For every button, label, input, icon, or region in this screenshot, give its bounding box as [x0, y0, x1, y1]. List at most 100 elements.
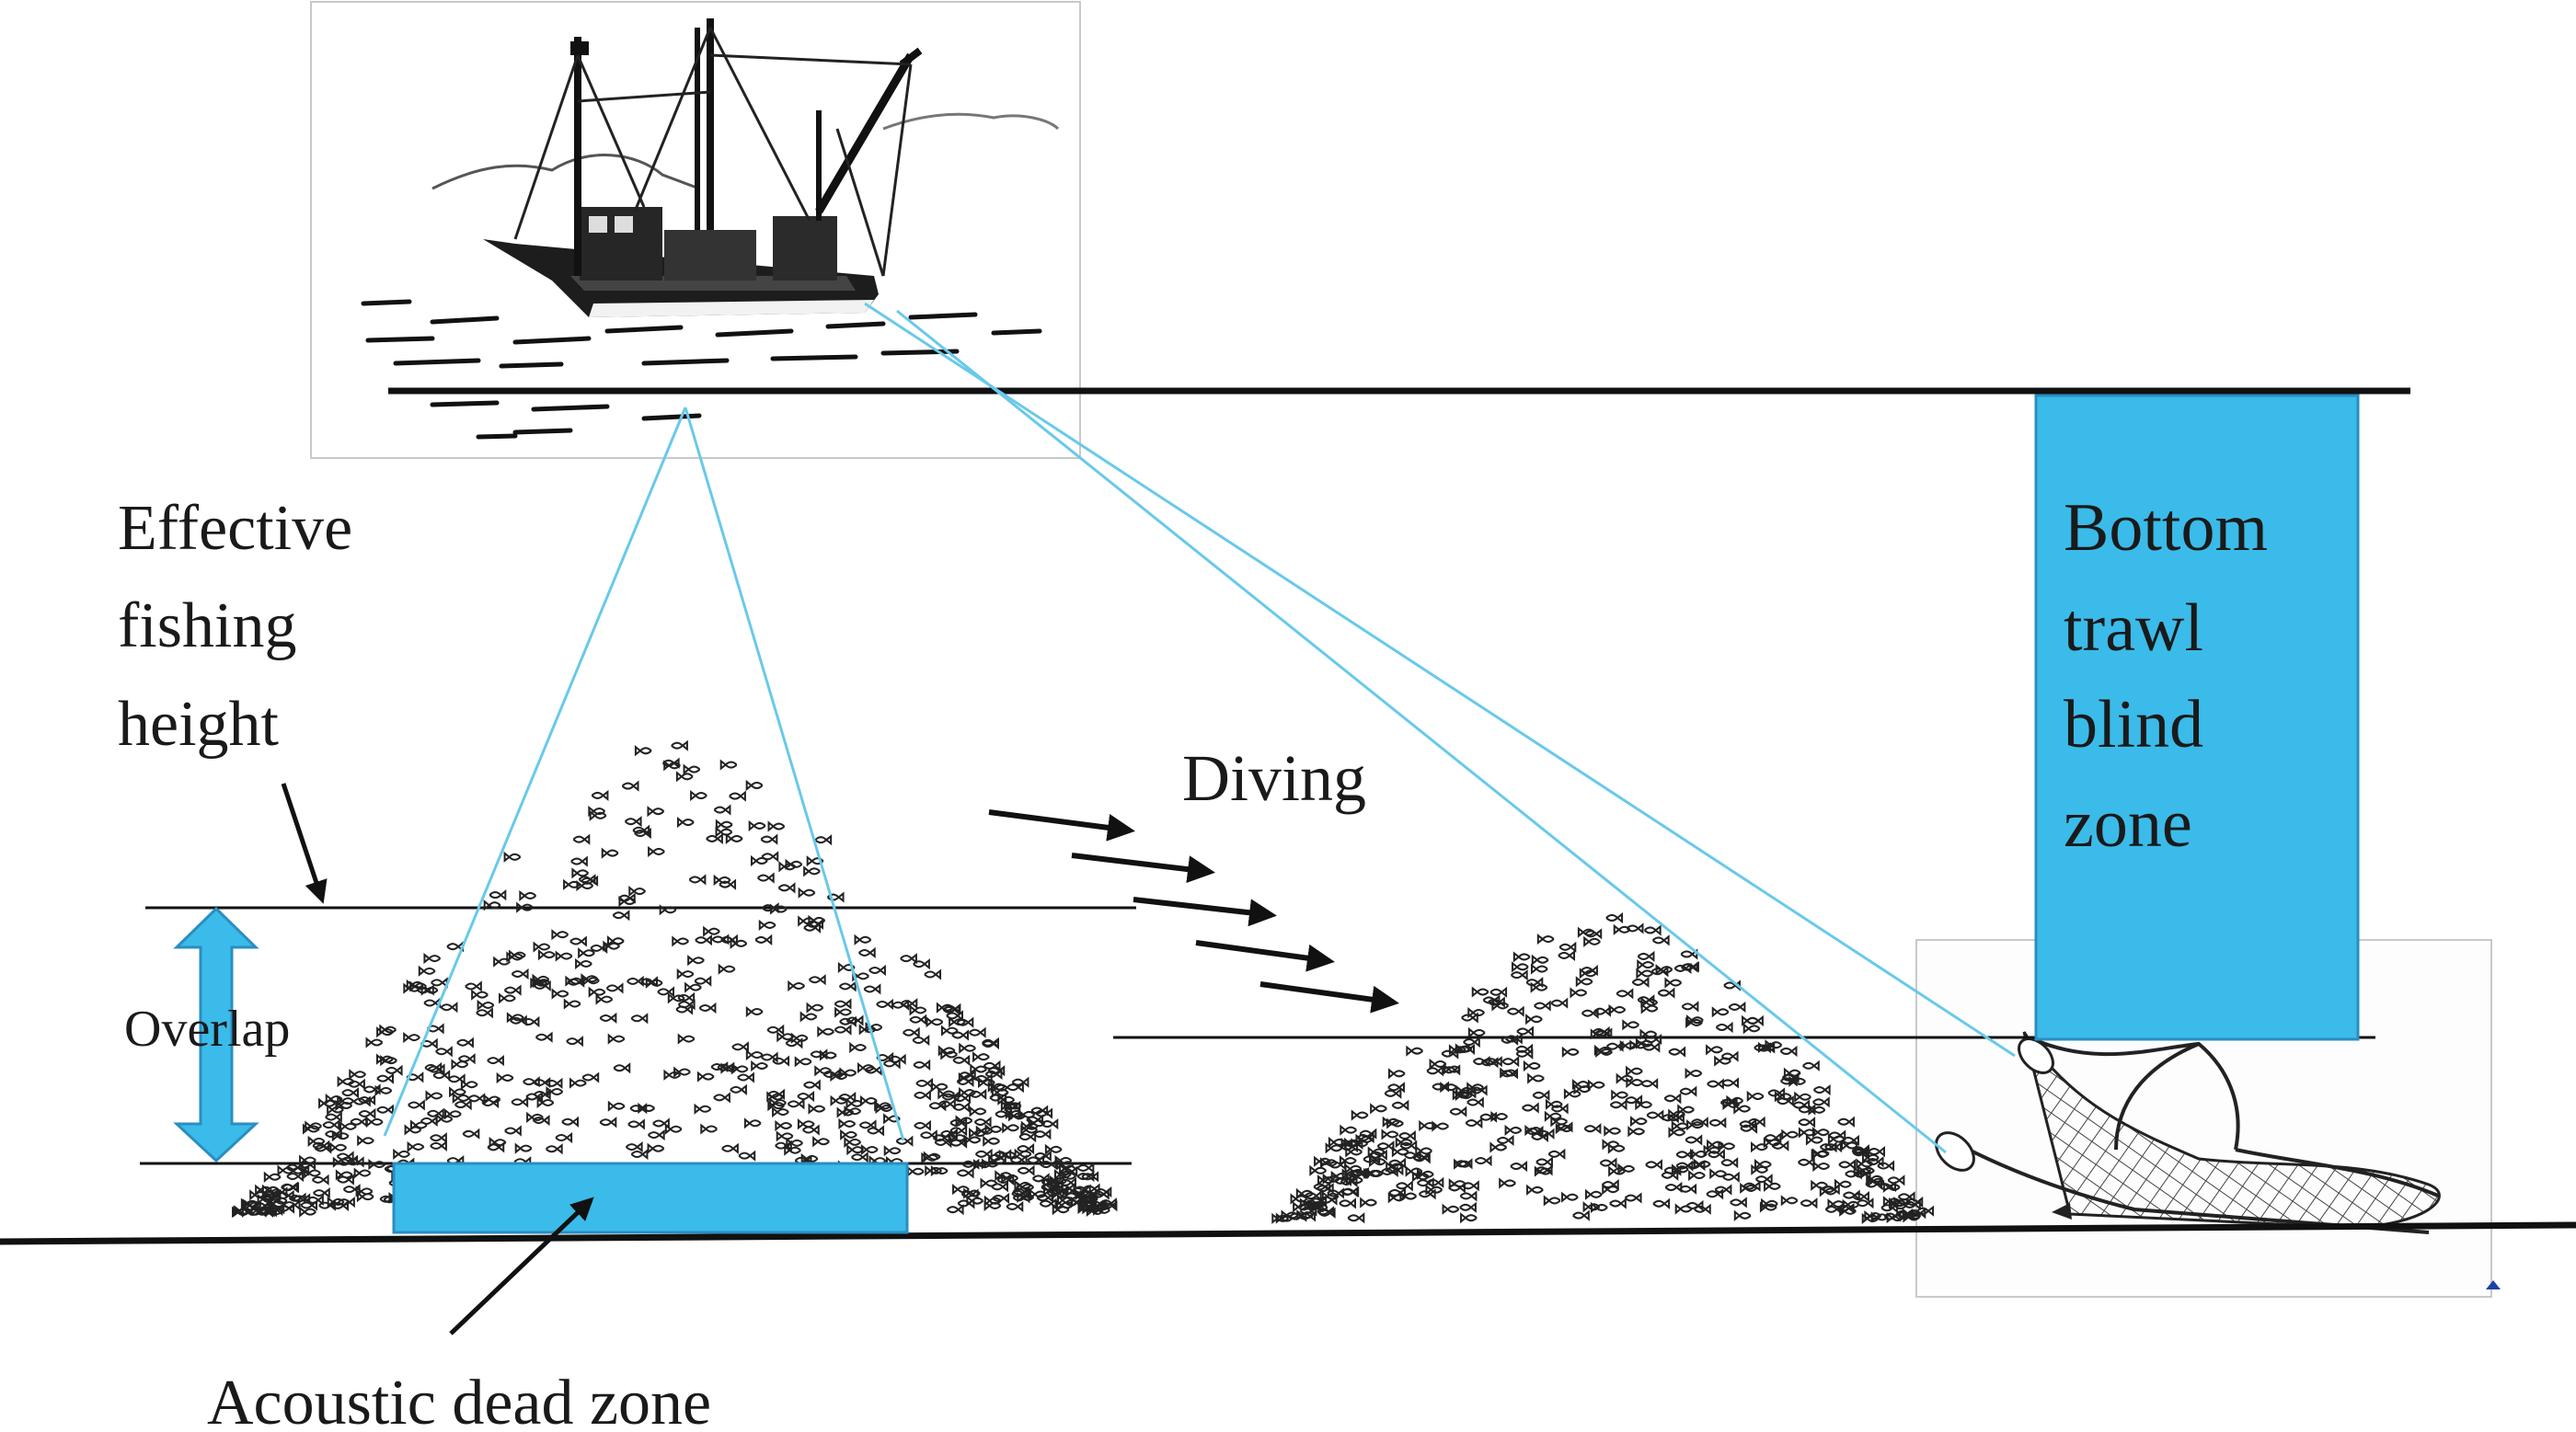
fish-icon — [588, 986, 606, 998]
bottom-trawl-blind-zone-box — [2034, 394, 2360, 1041]
fish-icon — [627, 1118, 645, 1130]
fish-icon — [1715, 1021, 1733, 1034]
fish-icon — [647, 1142, 665, 1154]
trawl-warp-cables — [864, 302, 2016, 1154]
fish-icon — [569, 1077, 587, 1089]
fish-icon — [569, 935, 587, 947]
fish-icon — [785, 1037, 803, 1049]
fish-icon — [1864, 1209, 1882, 1222]
fish-icon — [850, 1151, 868, 1163]
fish-icon — [374, 1084, 393, 1096]
fish-icon — [601, 847, 619, 859]
fish-icon — [533, 941, 551, 953]
fish-icon — [1387, 1068, 1406, 1080]
fish-icon — [713, 1092, 730, 1104]
fish-icon — [403, 1032, 420, 1044]
fish-icon — [921, 1151, 939, 1163]
fish-icon — [913, 958, 930, 970]
fish-icon — [772, 1106, 789, 1118]
effective-fishing-height-label: Effective fishing height — [118, 493, 369, 760]
fish-icon — [912, 1034, 930, 1047]
fish-icon — [891, 999, 910, 1011]
fish-icon — [860, 1143, 879, 1156]
fish-icon — [1363, 1153, 1381, 1165]
fish-icon — [934, 1136, 952, 1149]
fish-icon — [483, 899, 501, 911]
fish-icon — [1637, 994, 1655, 1006]
fish-icon — [312, 1140, 330, 1151]
fish-icon — [1720, 1157, 1739, 1169]
fish-icon — [854, 934, 872, 945]
fish-icon — [803, 1079, 821, 1091]
fish-icon — [1626, 1065, 1643, 1077]
fish-icon — [1014, 1148, 1032, 1160]
fish-icon — [767, 820, 786, 832]
fish-icon — [1637, 950, 1655, 962]
fish-school-left — [232, 739, 1118, 1219]
fish-icon — [713, 804, 731, 816]
fish-icon — [306, 1194, 324, 1206]
fish-icon — [970, 1063, 988, 1075]
fish-icon — [407, 1140, 425, 1153]
fish-icon — [1384, 1087, 1402, 1099]
fish-icon — [1798, 1156, 1815, 1168]
fish-icon — [561, 1116, 579, 1128]
fish-icon — [1055, 1199, 1074, 1211]
fish-icon — [1496, 1134, 1514, 1147]
fish-icon — [940, 1025, 959, 1037]
fish-icon — [983, 1060, 1001, 1071]
fish-icon — [797, 1118, 815, 1130]
fish-icon — [1290, 1193, 1308, 1205]
fish-icon — [1604, 1125, 1622, 1137]
fish-icon — [430, 1140, 447, 1152]
fish-icon — [834, 1024, 852, 1036]
fish-icon — [1014, 1179, 1032, 1191]
fish-icon — [1740, 1122, 1758, 1134]
fish-icon — [1819, 1141, 1837, 1153]
fish-icon — [1020, 1124, 1038, 1136]
fish-icon — [677, 1033, 696, 1045]
fish-icon — [263, 1191, 281, 1203]
fish-icon — [909, 1004, 927, 1016]
fish-icon — [1360, 1197, 1377, 1209]
fish-icon — [1018, 1131, 1037, 1143]
fish-icon — [632, 824, 650, 836]
fish-icon — [940, 1048, 958, 1060]
fish-icon — [672, 935, 689, 947]
fish-icon — [1459, 1190, 1478, 1202]
fish-icon — [571, 867, 590, 879]
fish-icon — [332, 1156, 351, 1168]
fish-icon — [983, 1195, 1002, 1207]
fish-icon — [1304, 1190, 1322, 1202]
fish-icon — [432, 1070, 451, 1082]
fish-icon — [941, 1091, 960, 1103]
fish-icon — [718, 963, 736, 975]
fish-icon — [1771, 1140, 1789, 1151]
fish-icon — [1781, 1071, 1800, 1083]
fish-icon — [647, 806, 665, 818]
fish-icon — [858, 946, 876, 959]
fish-icon — [1035, 1107, 1053, 1119]
fish-icon — [599, 1117, 617, 1128]
fish-icon — [1029, 1188, 1047, 1200]
fish-icon — [730, 937, 748, 949]
fish-icon — [777, 882, 796, 894]
fish-icon — [1663, 1093, 1682, 1105]
fish-icon — [588, 805, 606, 818]
fish-icon — [1765, 1039, 1783, 1051]
fish-icon — [1535, 1156, 1553, 1168]
fish-icon — [1798, 1127, 1816, 1139]
fish-icon — [1798, 1117, 1816, 1128]
fish-icon — [903, 1026, 920, 1038]
fish-icon — [959, 1086, 976, 1099]
fish-icon — [1376, 1140, 1395, 1152]
fish-icon — [959, 1042, 976, 1054]
fish-icon — [1031, 1173, 1050, 1185]
fish-icon — [1613, 923, 1631, 935]
fish-icon — [1398, 1129, 1416, 1142]
fish-icon — [1550, 997, 1569, 1009]
fish-icon — [1066, 1185, 1085, 1197]
fish-icon — [545, 1143, 563, 1155]
fish-icon — [1462, 1180, 1479, 1192]
fish-icon — [1411, 1171, 1430, 1183]
